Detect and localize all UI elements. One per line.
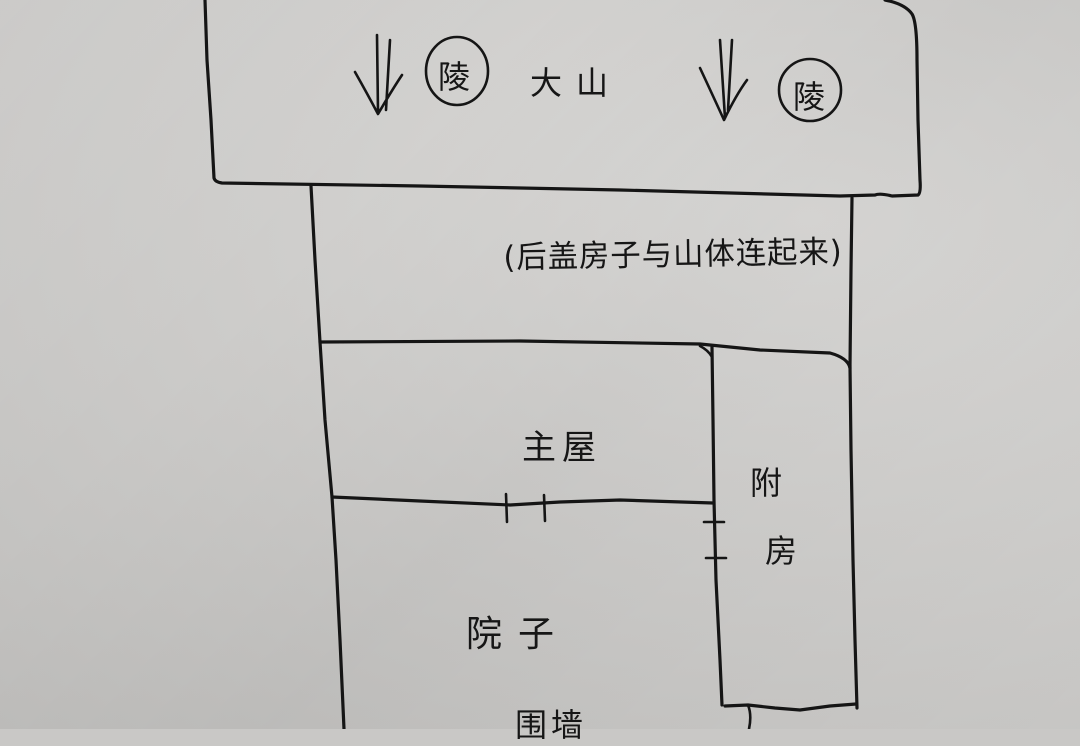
courtyard-label: 院子 xyxy=(466,614,571,655)
annex-label-line1: 附 xyxy=(750,464,783,502)
main-house-door-mark-left xyxy=(504,492,509,524)
wall-label: 围墙 xyxy=(515,706,588,744)
courtyard-wall-connector xyxy=(746,703,752,729)
annex-label-line2: 房 xyxy=(765,532,798,570)
circle-right-icon xyxy=(777,57,843,123)
back-building-note: (后盖房子与山体连起来) xyxy=(503,234,843,276)
main-house-door-mark-right xyxy=(542,493,547,523)
main-house-label: 主屋 xyxy=(522,428,602,468)
main-house-bottom-wall xyxy=(330,495,715,507)
annex-right-wall xyxy=(848,364,859,710)
annex-left-wall xyxy=(710,345,724,707)
annex-top-tick xyxy=(698,344,714,359)
back-building-left-wall xyxy=(309,184,322,344)
double-arrow-left-icon xyxy=(353,33,404,116)
tomb-marker-right: 陵 xyxy=(793,78,826,116)
double-arrow-right-icon xyxy=(698,38,749,122)
annex-bottom-wall xyxy=(723,702,858,712)
back-building-right-wall xyxy=(848,196,854,368)
left-outer-wall xyxy=(318,340,346,729)
tomb-marker-left: 陵 xyxy=(438,58,471,96)
site-plan-drawing xyxy=(203,0,922,729)
mountain-label: 大山 xyxy=(530,64,623,102)
mountain-outline xyxy=(203,0,922,198)
circle-left-icon xyxy=(424,35,490,107)
main-house-top-wall xyxy=(319,339,852,370)
paper-background xyxy=(0,0,1080,729)
